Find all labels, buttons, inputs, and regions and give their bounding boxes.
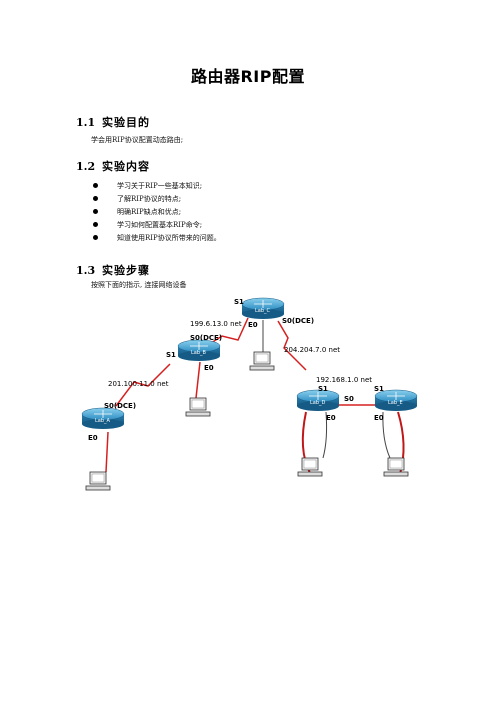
serial-link-b-a [115,363,171,407]
serial-link-c-b [207,317,249,346]
port-label: S0(DCE) [190,334,222,342]
serial-link-c-d [277,320,307,371]
section-title: 实验目的 [102,116,150,129]
section-title: 实验步骤 [102,264,150,277]
router-name-lab-d: Lab_D [310,400,326,406]
workstation-icon [85,471,111,491]
port-label: S1 [318,385,328,393]
section-heading-1-1: 1.1 实验目的 [76,114,150,130]
port-label: E0 [248,321,258,329]
net-label-204: 204.204.7.0 net [284,346,340,354]
port-label: E0 [374,414,384,422]
net-label-199: 199.6.13.0 net [190,320,242,328]
workstation-icon [249,351,275,371]
net-label-192: 192.168.1.0 net [316,376,372,384]
router-icon: Lab_A [81,407,125,429]
router-icon: Lab_C [241,297,285,319]
workstation-icon [297,457,323,477]
bullet-icon [93,235,98,240]
router-name-lab-a: Lab_A [95,418,111,424]
port-label: S1 [374,385,384,393]
net-label-201: 201.100.11.0 net [108,380,169,388]
section-heading-1-2: 1.2 实验内容 [76,158,150,174]
section-title: 实验内容 [102,160,150,173]
port-label: E0 [88,434,98,442]
workstation-icon [185,397,211,417]
ethernet-link-b-host [195,361,201,399]
section-1-1-text: 学会用RIP协议配置动态路由; [91,136,184,144]
bullet-icon [93,209,98,214]
router-name-lab-c: Lab_C [255,308,271,314]
port-label: S0 [344,395,354,403]
router-icon: Lab_B [177,339,221,361]
section-heading-1-3: 1.3 实验步骤 [76,262,150,278]
page-title: 路由器RIP配置 [190,67,305,86]
port-label: E0 [204,364,214,372]
router-icon: Lab_D [296,389,340,411]
workstation-icon [383,457,409,477]
section-1-3-text: 按照下面的指示, 连接网络设备 [91,281,187,289]
port-label: S1 [234,298,244,306]
bullet-icon [93,183,98,188]
router-icon: Lab_E [374,389,418,411]
bullet-icon [93,196,98,201]
port-label: S1 [166,351,176,359]
bullet-icon [93,222,98,227]
port-label: S0(DCE) [104,402,136,410]
router-name-lab-e: Lab_E [388,400,403,406]
ethernet-link-d-host-2 [322,411,328,459]
ethernet-link-a-host [105,431,109,473]
port-label: E0 [326,414,336,422]
port-label: S0(DCE) [282,317,314,325]
section-number: 1.2 [76,160,96,173]
section-number: 1.3 [76,264,96,277]
section-number: 1.1 [76,116,96,129]
network-topology-diagram: Lab_C Lab_B Lab_A Lab_D Lab_E [81,297,418,491]
router-name-lab-b: Lab_B [191,350,207,356]
ethernet-link-e-host [382,411,391,459]
